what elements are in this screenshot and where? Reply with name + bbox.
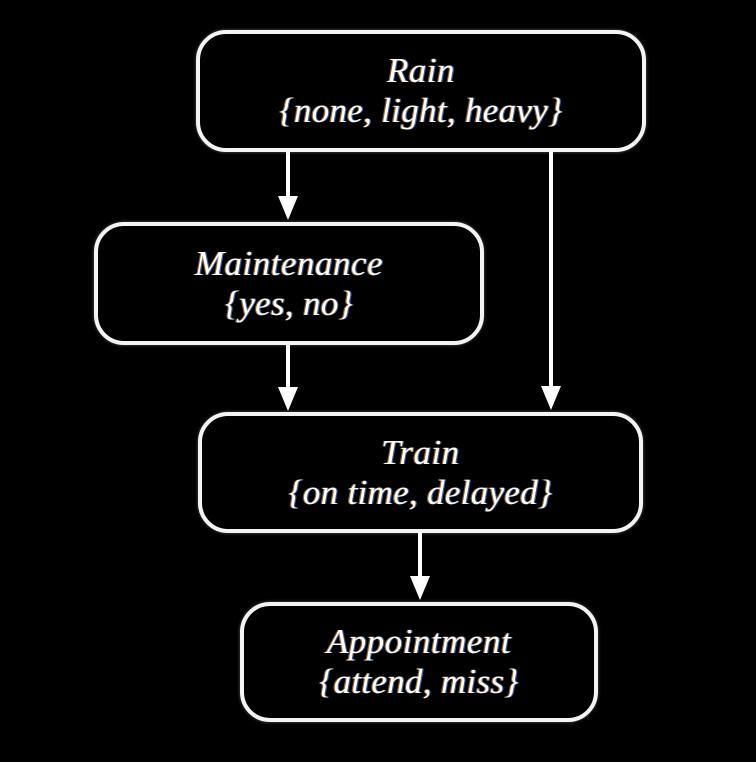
edge-train-to-appointment [400,533,440,604]
edge-maintenance-to-train [268,345,308,415]
node-appointment-states: {attend, miss} [319,662,519,701]
node-maintenance[interactable]: Maintenance {yes, no} [94,222,484,345]
node-rain[interactable]: Rain {none, light, heavy} [196,30,646,152]
node-rain-title: Rain [386,51,456,91]
node-maintenance-states: {yes, no} [225,283,353,323]
edge-rain-to-maintenance [268,152,308,224]
node-train[interactable]: Train {on time, delayed} [198,412,643,533]
node-appointment-title: Appointment [326,622,512,662]
node-rain-states: {none, light, heavy} [279,91,563,130]
node-train-states: {on time, delayed} [288,472,553,512]
edge-rain-to-train [531,152,571,414]
node-maintenance-title: Maintenance [194,243,384,283]
node-train-title: Train [381,432,460,472]
node-appointment[interactable]: Appointment {attend, miss} [240,602,598,722]
